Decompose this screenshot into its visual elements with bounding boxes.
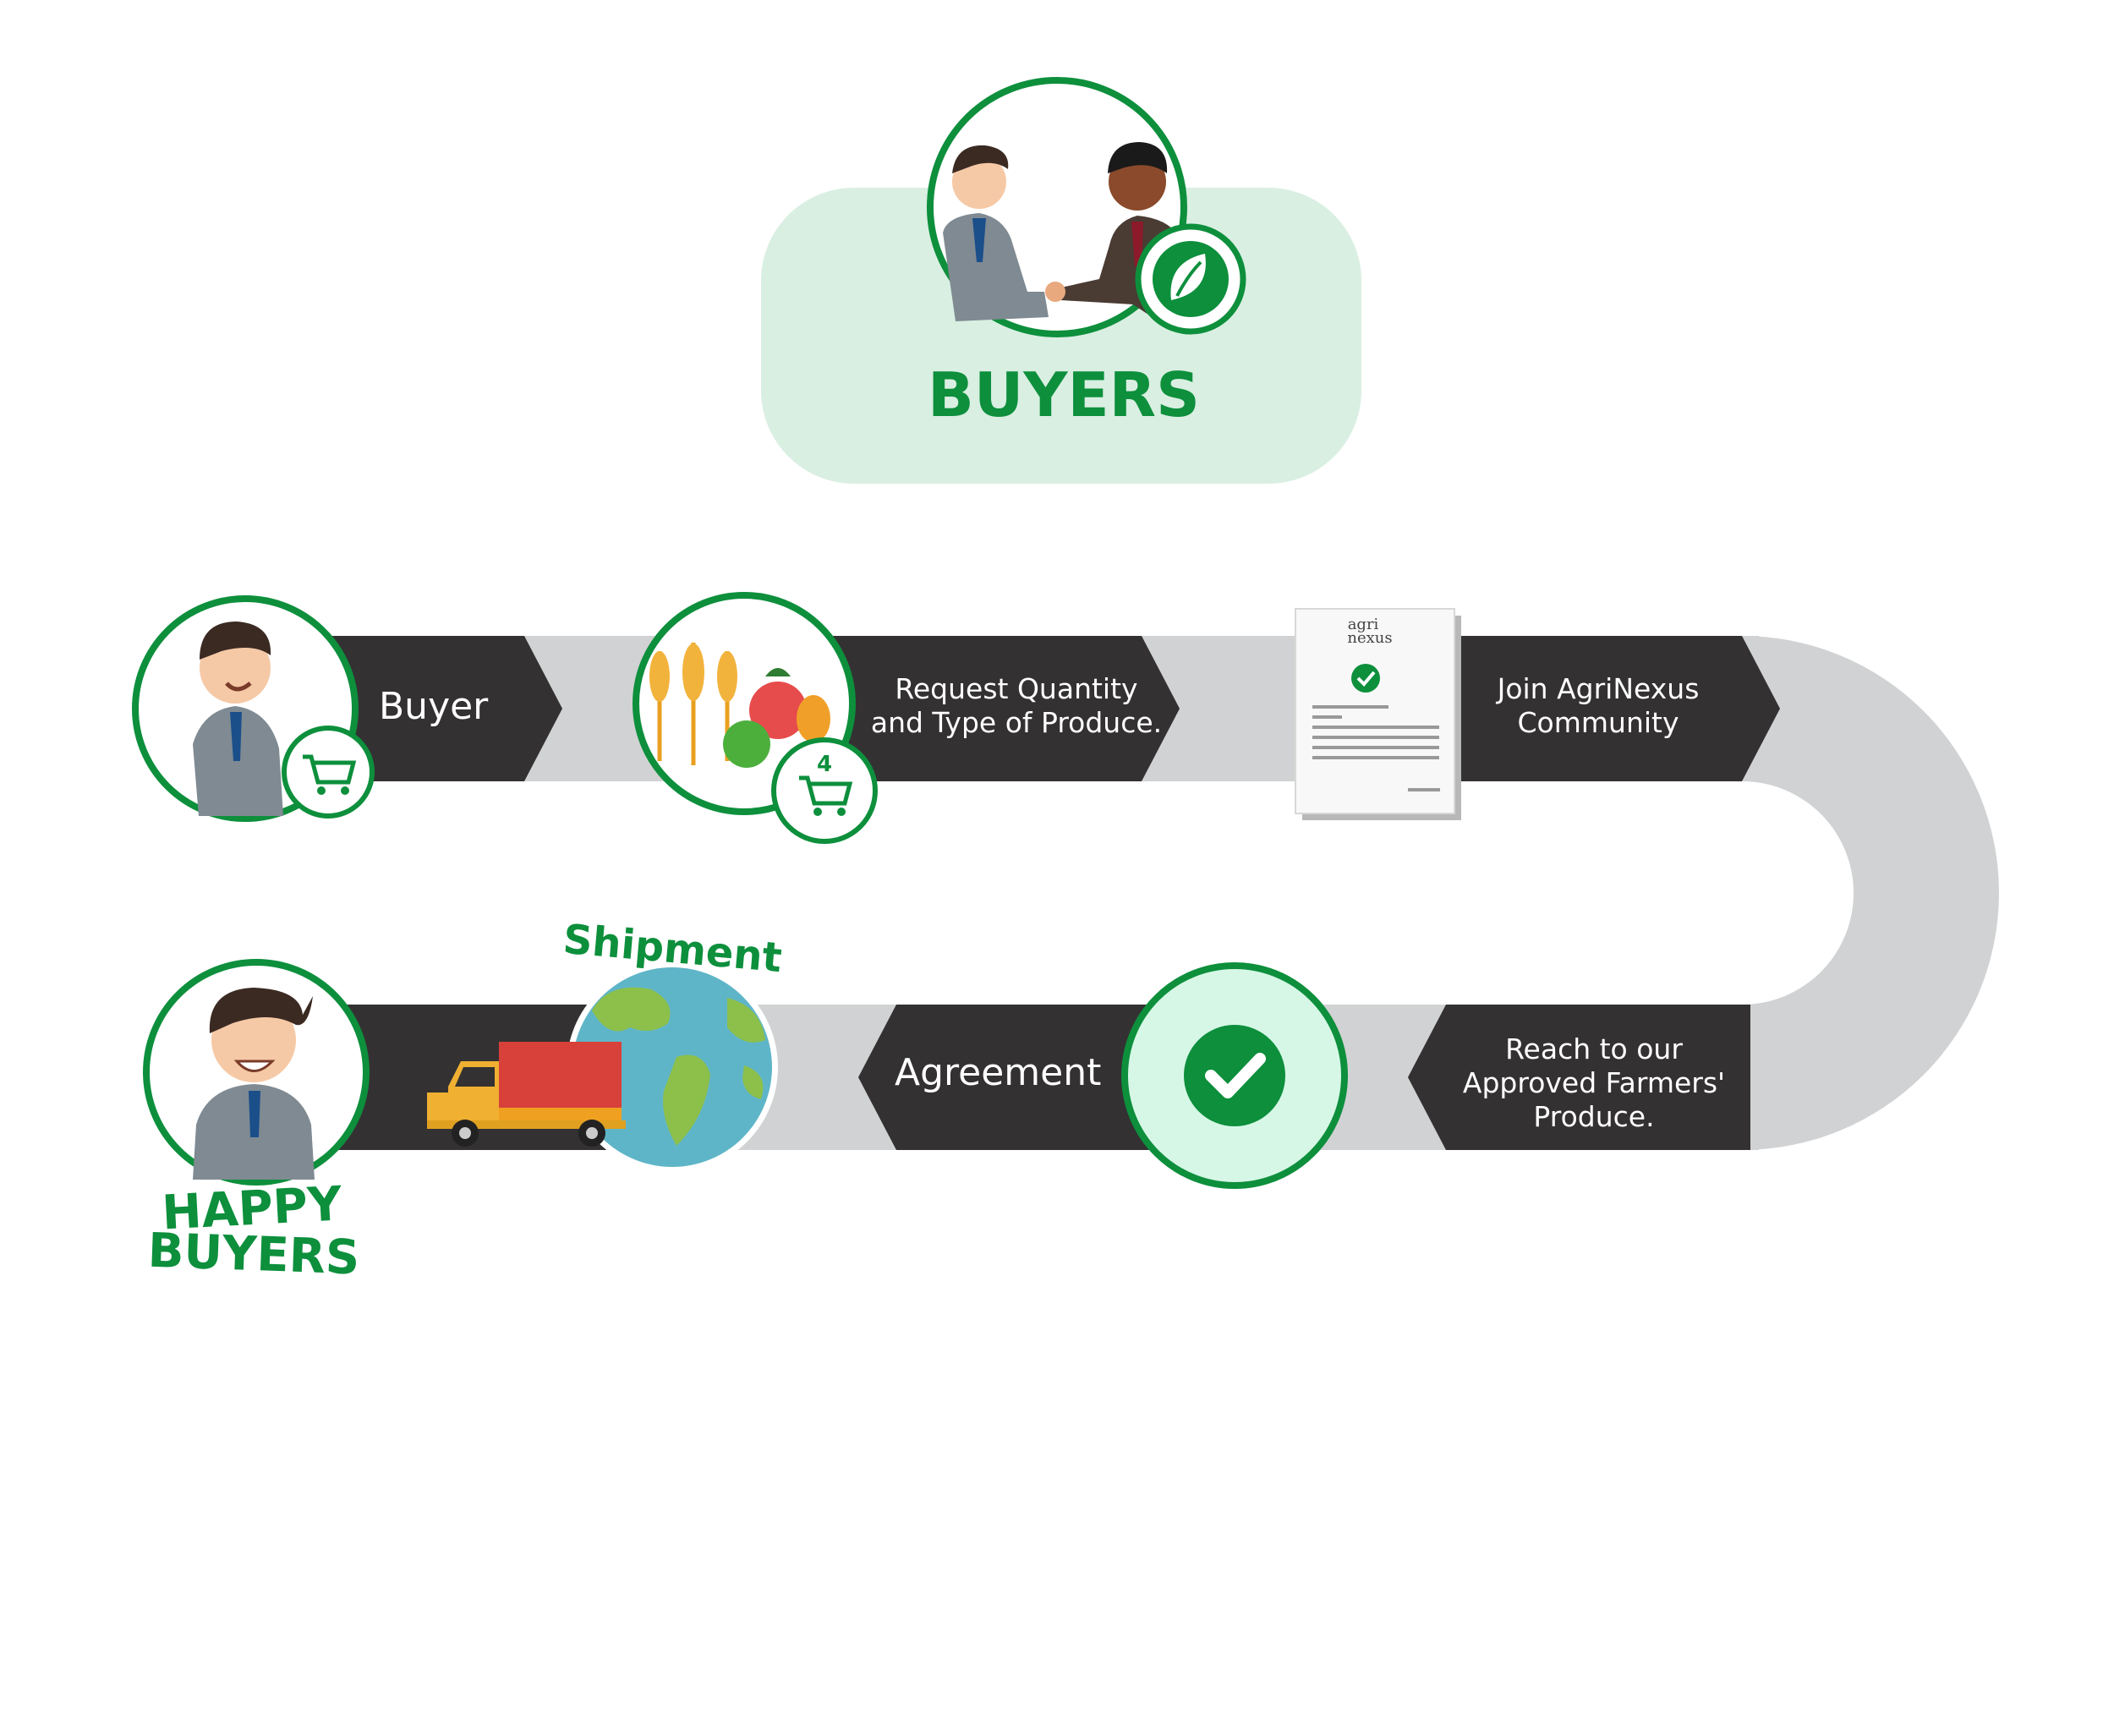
happy-buyers-line1: HAPPY — [161, 1176, 344, 1240]
reach-label-line1: Reach to our — [1505, 1032, 1683, 1065]
leaf-icon — [1135, 223, 1246, 335]
check-icon — [1121, 962, 1348, 1189]
truck-icon — [427, 1042, 626, 1147]
wheat-icon — [649, 643, 737, 765]
cart-count: 4 — [817, 752, 832, 777]
document-logo-line1: agri — [1348, 616, 1379, 633]
happy-buyers-line2: BUYERS — [147, 1224, 361, 1286]
handshake-icon — [927, 77, 1187, 337]
request-arrow — [829, 636, 1180, 781]
buyer-arrow — [326, 636, 562, 781]
request-label-line1: Request Quantity — [895, 672, 1137, 705]
join-label-line1: Join AgriNexus — [1496, 672, 1700, 705]
agreement-label: Agreement — [895, 1051, 1101, 1094]
join-label-line2: Community — [1518, 706, 1679, 739]
reach-label-line3: Produce. — [1533, 1100, 1654, 1133]
document-icon: agri nexus — [1295, 608, 1461, 820]
happy-buyer-avatar — [143, 959, 370, 1186]
shipment-label: Shipment — [561, 916, 784, 982]
cart-icon: 4 — [771, 737, 878, 844]
buyer-label: Buyer — [379, 685, 489, 728]
document-logo-line2: nexus — [1347, 629, 1392, 647]
reach-label-line2: Approved Farmers' — [1463, 1066, 1725, 1099]
reach-arrow — [1408, 1005, 1750, 1150]
page-title: BUYERS — [928, 359, 1200, 430]
request-label-line2: and Type of Produce. — [871, 706, 1162, 739]
cart-icon — [282, 726, 375, 819]
agreement-arrow — [858, 1005, 1150, 1150]
join-arrow — [1454, 636, 1780, 781]
